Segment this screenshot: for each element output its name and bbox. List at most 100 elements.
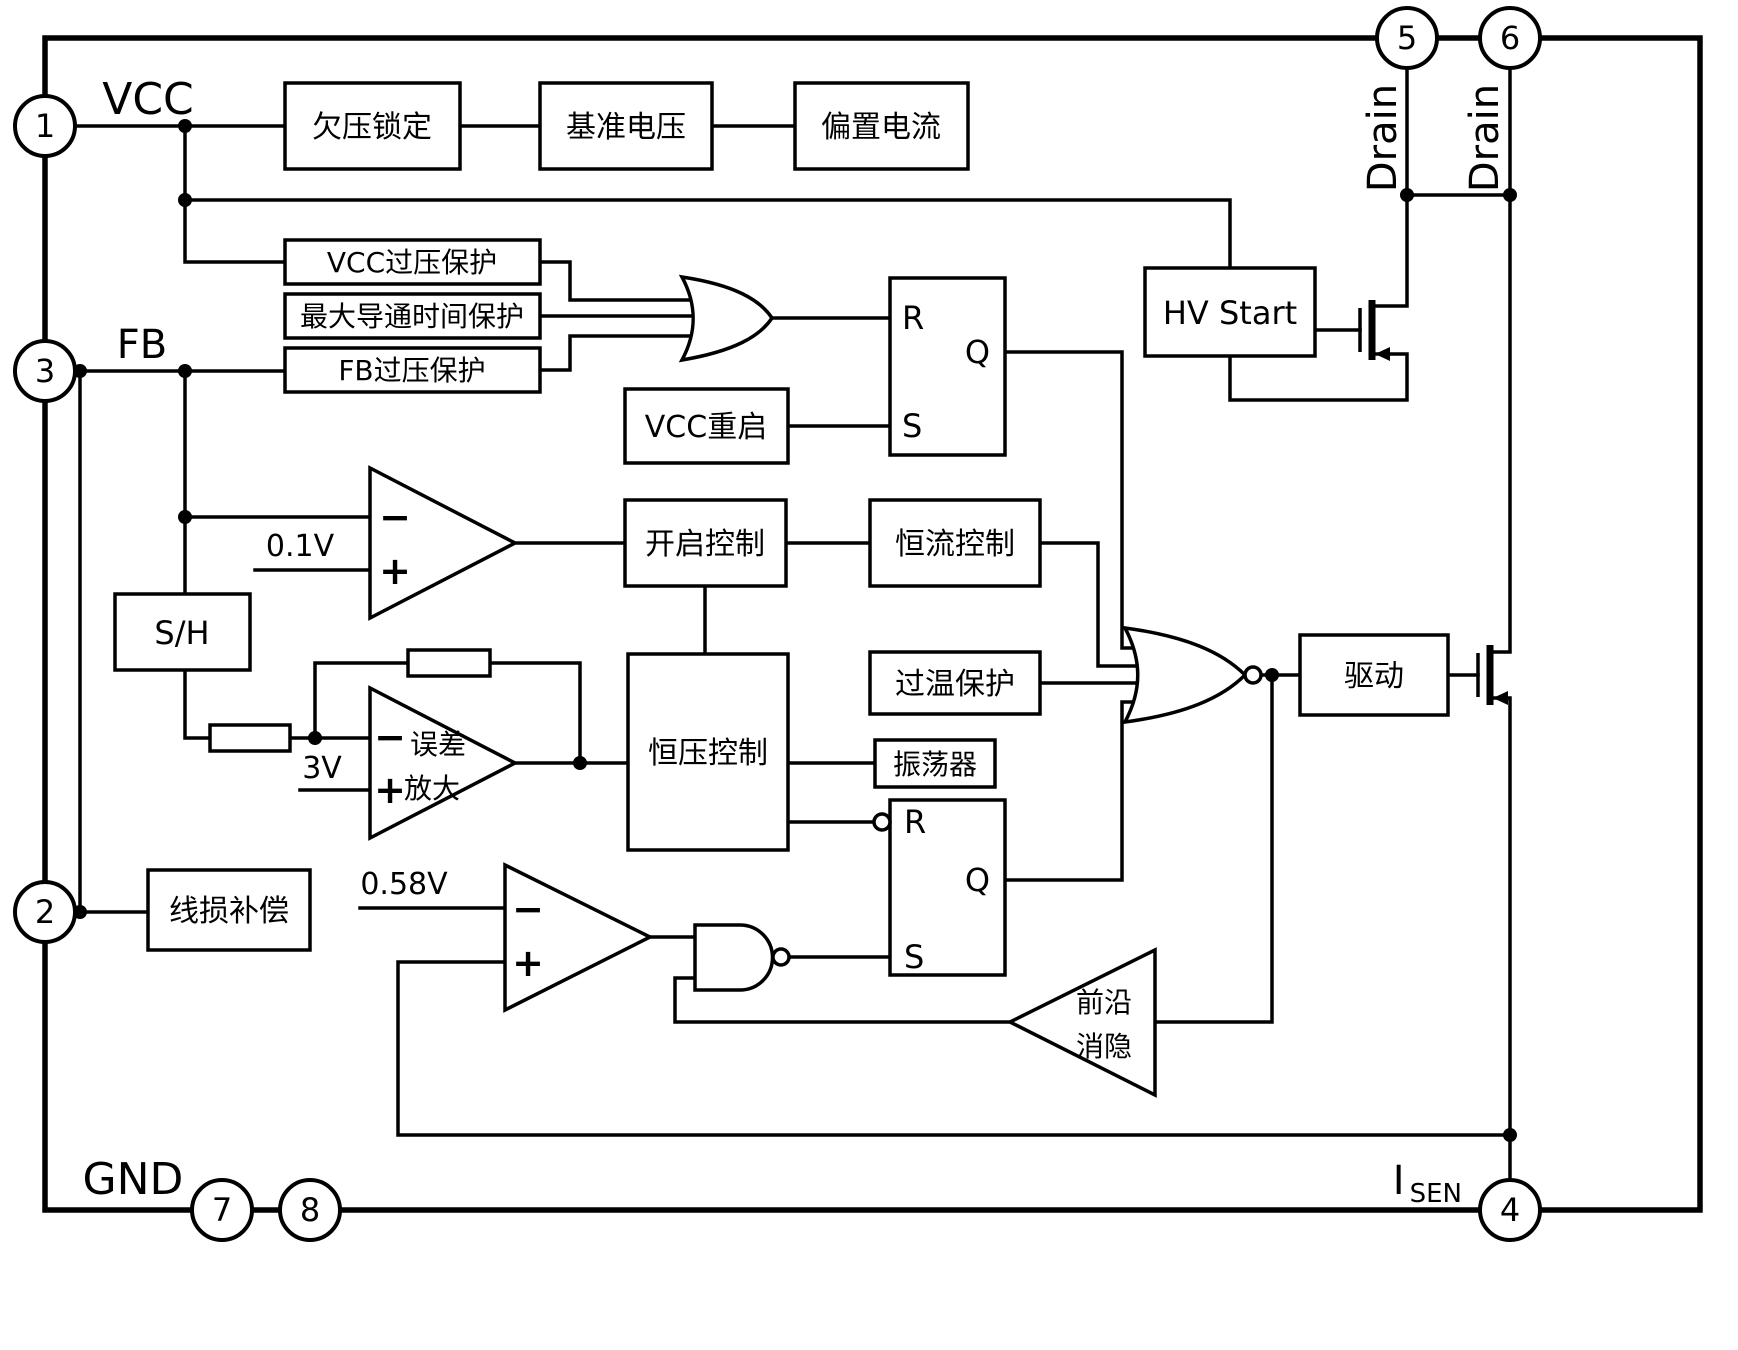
net-ff2 — [787, 700, 1142, 959]
startup-comparator: − + — [368, 465, 519, 621]
power-mosfet — [1476, 645, 1508, 705]
block-cc-control-label: 恒流控制 — [895, 527, 1015, 562]
block-max-on-time: 最大导通时间保护 — [283, 292, 542, 340]
pin-5-number: 5 — [1397, 19, 1417, 57]
block-vcc-restart: VCC重启 — [623, 387, 790, 465]
pin-7: 7 — [190, 1178, 254, 1242]
block-max-on-time-label: 最大导通时间保护 — [300, 300, 524, 333]
block-vcc-restart-label: VCC重启 — [645, 410, 767, 445]
startup-mosfet — [1358, 300, 1390, 361]
pin-5-name: Drain — [1360, 84, 1406, 192]
pin-3: 3 — [13, 339, 77, 403]
error-amplifier: − + 误差 放大 — [368, 685, 519, 841]
block-bias-label: 偏置电流 — [821, 110, 941, 145]
or-gate — [678, 274, 775, 363]
pin-4: 4 — [1478, 1178, 1542, 1242]
block-fb-ovp: FB过压保护 — [283, 346, 542, 394]
block-cc-control: 恒流控制 — [868, 498, 1042, 588]
minus-sign: − — [374, 715, 406, 759]
block-hv-start-label: HV Start — [1163, 294, 1297, 332]
ff1-s-label: S — [902, 407, 922, 445]
nor-gate — [1121, 625, 1263, 725]
block-uvlo: 欠压锁定 — [283, 81, 462, 171]
isen-subscript: SEN — [1410, 1179, 1462, 1209]
leb-label-1: 前沿 — [1076, 986, 1132, 1019]
net-startup-comparator — [183, 515, 627, 572]
block-on-control-label: 开启控制 — [645, 527, 765, 562]
pin-4-name: I SEN — [1393, 1158, 1462, 1209]
plus-sign: + — [379, 549, 411, 593]
block-sample-hold-label: S/H — [154, 614, 209, 652]
block-otp-label: 过温保护 — [895, 667, 1015, 702]
block-uvlo-label: 欠压锁定 — [312, 110, 432, 145]
feedback-resistor — [406, 648, 492, 678]
pin-2: 2 — [13, 880, 77, 944]
block-vref-label: 基准电压 — [566, 110, 686, 145]
net-cv — [786, 681, 1150, 824]
net-cc — [703, 541, 1150, 668]
block-oscillator-label: 振荡器 — [893, 748, 977, 781]
net-power-mosfet — [1488, 66, 1512, 1182]
block-vcc-ovp-label: VCC过压保护 — [327, 246, 497, 279]
block-driver: 驱动 — [1298, 633, 1450, 717]
block-bias: 偏置电流 — [793, 81, 970, 171]
block-vref: 基准电压 — [538, 81, 714, 171]
pin-1: 1 — [13, 94, 77, 158]
pin-2-number: 2 — [35, 893, 55, 931]
pin-5: 5 — [1375, 6, 1439, 70]
net-current-comparator — [358, 906, 1512, 1137]
ref-0p58v: 0.58V — [360, 867, 448, 902]
ff2-s-label: S — [904, 938, 924, 976]
block-on-control: 开启控制 — [623, 498, 788, 588]
leb-label-2: 消隐 — [1076, 1030, 1132, 1063]
flipflop-1: R Q S — [888, 276, 1007, 457]
net-nor-driver — [1153, 673, 1480, 1024]
pin-1-name: VCC — [102, 74, 194, 125]
junction-dots — [73, 119, 1517, 1142]
net-ff1 — [786, 350, 1142, 650]
input-resistor — [208, 723, 292, 753]
ic-boundary — [42, 35, 1703, 1213]
ff2-r-label: R — [904, 803, 926, 841]
flipflop-2: R Q S — [872, 798, 1007, 977]
pin-6-number: 6 — [1500, 19, 1520, 57]
minus-sign: − — [512, 887, 544, 931]
pin-3-name: FB — [117, 322, 167, 368]
current-comparator: − + — [503, 862, 654, 1013]
pin-7-name: GND — [83, 1154, 184, 1205]
block-driver-label: 驱动 — [1344, 659, 1404, 694]
ff1-q-label: Q — [965, 333, 990, 371]
pin-8: 8 — [278, 1178, 342, 1242]
block-sample-hold: S/H — [113, 592, 252, 672]
ref-3v: 3V — [302, 751, 342, 786]
ff1-r-label: R — [902, 299, 924, 337]
pin-8-number: 8 — [300, 1191, 320, 1229]
ref-0p1v: 0.1V — [266, 529, 335, 564]
wiring — [73, 66, 1512, 1182]
nor-output-bubble — [1243, 665, 1263, 685]
pin-4-number: 4 — [1500, 1191, 1520, 1229]
pin-6-name: Drain — [1462, 84, 1508, 192]
isen-main: I — [1393, 1158, 1405, 1204]
minus-sign: − — [379, 495, 411, 539]
block-cable-comp-label: 线损补偿 — [169, 894, 289, 929]
pin-3-number: 3 — [35, 352, 55, 390]
block-vcc-ovp: VCC过压保护 — [283, 238, 542, 286]
pin-7-number: 7 — [212, 1191, 232, 1229]
plus-sign: + — [374, 768, 406, 812]
block-hv-start: HV Start — [1143, 266, 1317, 358]
leading-edge-blanking: 前沿 消隐 — [1006, 947, 1157, 1098]
ff2-r-bubble — [872, 812, 892, 832]
plus-sign: + — [512, 941, 544, 985]
net-hv-start — [1228, 66, 1512, 402]
block-cv-control: 恒压控制 — [626, 652, 790, 852]
mosfet-arrow — [1375, 347, 1390, 361]
block-fb-ovp-label: FB过压保护 — [338, 354, 485, 387]
nand-gate — [693, 923, 791, 992]
net-protection-to-or — [538, 260, 892, 372]
mosfet-arrow — [1493, 691, 1508, 705]
pin-6: 6 — [1478, 6, 1542, 70]
block-cv-control-label: 恒压控制 — [648, 736, 768, 771]
